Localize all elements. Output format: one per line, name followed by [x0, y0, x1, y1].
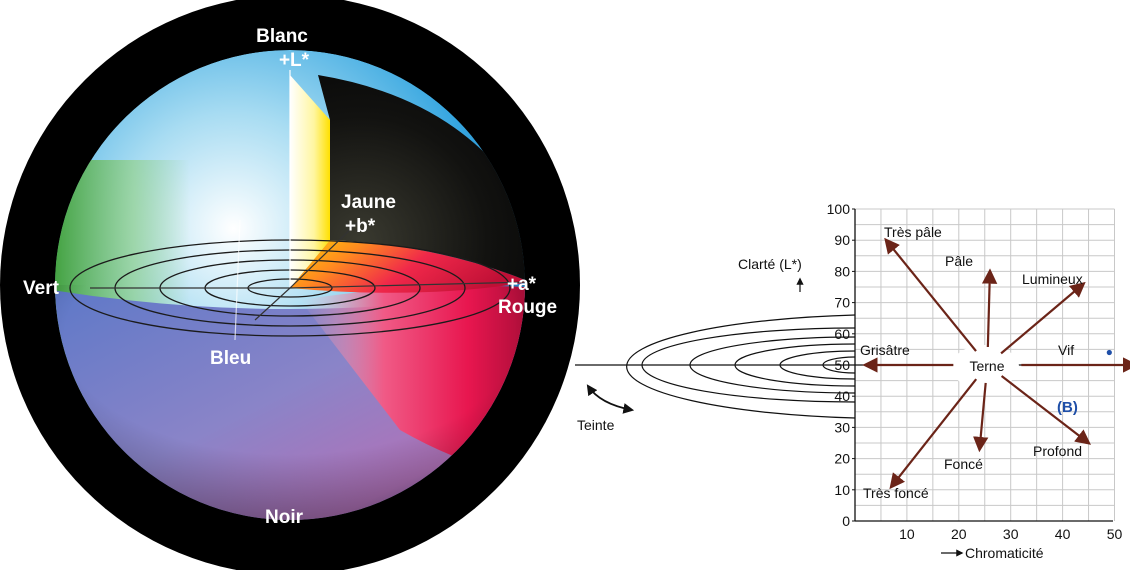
- label-noir: Noir: [265, 507, 304, 528]
- label-fonce: Foncé: [944, 456, 983, 472]
- arrow-lumineux: [1000, 281, 1086, 355]
- label-vert: Vert: [23, 278, 60, 299]
- y-tick-label: 90: [834, 232, 850, 248]
- label-terne: Terne: [969, 358, 1004, 374]
- label-chromaticite: Chromaticité: [965, 545, 1044, 561]
- label-clarte: Clarté (L*): [738, 256, 802, 272]
- point-b-marker: [1106, 349, 1112, 356]
- x-tick-label: 30: [1003, 526, 1019, 542]
- x-tick-label: 50: [1107, 526, 1123, 542]
- arrow-tr-s-p-le: [884, 237, 977, 352]
- label-pale: Pâle: [945, 253, 973, 269]
- terne-halo: [951, 345, 1019, 389]
- y-tick-label: 50: [834, 357, 850, 373]
- label-plus-l: +L*: [279, 50, 310, 71]
- label-plus-a: +a*: [507, 274, 537, 295]
- label-lumineux: Lumineux: [1022, 271, 1083, 287]
- label-tres-fonce: Très foncé: [863, 485, 929, 501]
- label-plus-b: +b*: [345, 216, 376, 237]
- direction-arrows: [862, 237, 1130, 490]
- label-jaune: Jaune: [341, 192, 396, 213]
- x-tick-label: 40: [1055, 526, 1071, 542]
- label-point-b: (B): [1057, 399, 1078, 416]
- y-tick-label: 70: [834, 295, 850, 311]
- teinte-arrow: [586, 384, 635, 414]
- arrow-p-le: [981, 268, 998, 348]
- label-tres-pale: Très pâle: [884, 224, 942, 240]
- x-tick-label: 10: [899, 526, 915, 542]
- label-grisatre: Grisâtre: [860, 342, 910, 358]
- label-profond: Profond: [1033, 443, 1082, 459]
- arrow-tr-s-fonc-: [889, 378, 978, 490]
- label-bleu: Bleu: [210, 348, 251, 369]
- y-tick-label: 30: [834, 419, 850, 435]
- hue-ellipses: [626, 314, 856, 419]
- x-tick-labels: 102030405060: [899, 526, 1123, 542]
- cielab-sphere: Blanc +L* Jaune +b* Vert +a* Rouge Bleu …: [0, 0, 580, 570]
- label-teinte: Teinte: [577, 417, 615, 433]
- y-tick-label: 100: [827, 201, 851, 217]
- arrow-profond: [1000, 375, 1091, 445]
- label-rouge: Rouge: [498, 297, 557, 318]
- y-tick-label: 10: [834, 482, 850, 498]
- arrow-fonc-: [973, 382, 989, 453]
- y-tick-label: 40: [834, 388, 850, 404]
- label-blanc: Blanc: [256, 26, 308, 47]
- y-tick-label: 60: [834, 326, 850, 342]
- x-tick-label: 20: [951, 526, 967, 542]
- sphere-axes: [90, 70, 525, 341]
- label-vif: Vif: [1058, 342, 1074, 358]
- y-tick-label: 20: [834, 451, 850, 467]
- y-tick-label: 80: [834, 263, 850, 279]
- y-tick-label: 0: [842, 513, 850, 529]
